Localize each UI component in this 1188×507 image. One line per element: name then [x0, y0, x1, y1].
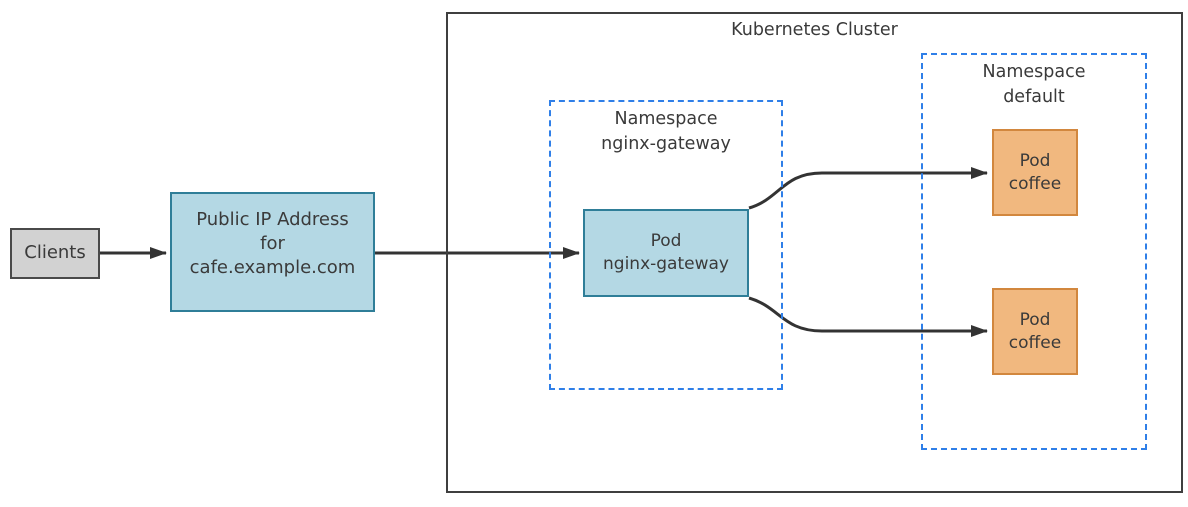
kubernetes-cluster-title: Kubernetes Cluster [731, 20, 898, 40]
pod-nginx-gateway-box: Pod nginx-gateway [583, 209, 749, 297]
public-ip-box: Public IP Address for cafe.example.com [170, 192, 375, 312]
namespace-default-box: Namespace default [921, 53, 1147, 450]
namespace-default-title: Namespace default [982, 62, 1086, 108]
namespace-nginx-gateway-box: Namespace nginx-gateway [549, 100, 783, 390]
kubernetes-cluster-box: Kubernetes Cluster [446, 12, 1183, 493]
pod-coffee-2-box: Pod coffee [992, 288, 1078, 375]
clients-box: Clients [10, 228, 100, 279]
namespace-nginx-gateway-title: Namespace nginx-gateway [601, 109, 731, 155]
pod-coffee-1-box: Pod coffee [992, 129, 1078, 216]
